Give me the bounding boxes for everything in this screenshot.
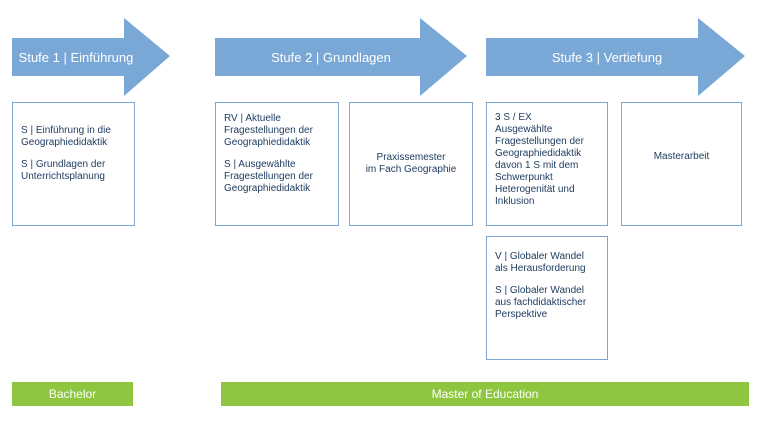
master-of-education-bar: Master of Education <box>221 382 749 406</box>
stage-3-courses-box: 3 S / EX Ausgewählte Fragestellungen der… <box>486 102 608 226</box>
stage-1-arrow <box>12 18 170 96</box>
master-thesis-label: Masterarbeit <box>653 151 710 162</box>
stage-2-arrow <box>215 18 467 96</box>
practical-semester-box: Praxissemester im Fach Geographie <box>349 102 473 226</box>
course-seminar-intro: S | Einführung in die Geographiedidaktik <box>21 125 111 148</box>
practical-semester-title: Praxissemester <box>376 152 446 163</box>
global-change-courses-box: V | Globaler Wandel als Herausforderung … <box>486 236 608 360</box>
course-seminar-global-change: S | Globaler Wandel aus fachdidaktischer… <box>495 285 587 320</box>
course-lecture-current: RV | Aktuelle Fragestellungen der Geogra… <box>224 113 313 148</box>
stage-2-label: Stufe 2 | Grundlagen <box>271 49 391 65</box>
stage-3-arrow <box>486 18 745 96</box>
stage-1-courses-box: S | Einführung in die Geographiedidaktik… <box>12 102 135 226</box>
course-seminar-excursion-desc: Ausgewählte Fragestellungen der Geograph… <box>495 124 584 207</box>
course-seminar-excursion: 3 S / EX <box>495 112 532 123</box>
master-thesis-box: Masterarbeit <box>621 102 742 226</box>
stage-3-label: Stufe 3 | Vertiefung <box>551 49 663 65</box>
stage-2-courses-box: RV | Aktuelle Fragestellungen der Geogra… <box>215 102 339 226</box>
course-seminar-selected: S | Ausgewählte Fragestellungen der Geog… <box>224 159 313 194</box>
course-seminar-planning: S | Grundlagen der Unterrichtsplanung <box>21 159 106 182</box>
stage-1-label: Stufe 1 | Einführung <box>18 49 134 65</box>
practical-semester-subject: im Fach Geographie <box>365 164 457 175</box>
bachelor-bar: Bachelor <box>12 382 133 406</box>
course-lecture-global-change: V | Globaler Wandel als Herausforderung <box>495 251 586 274</box>
